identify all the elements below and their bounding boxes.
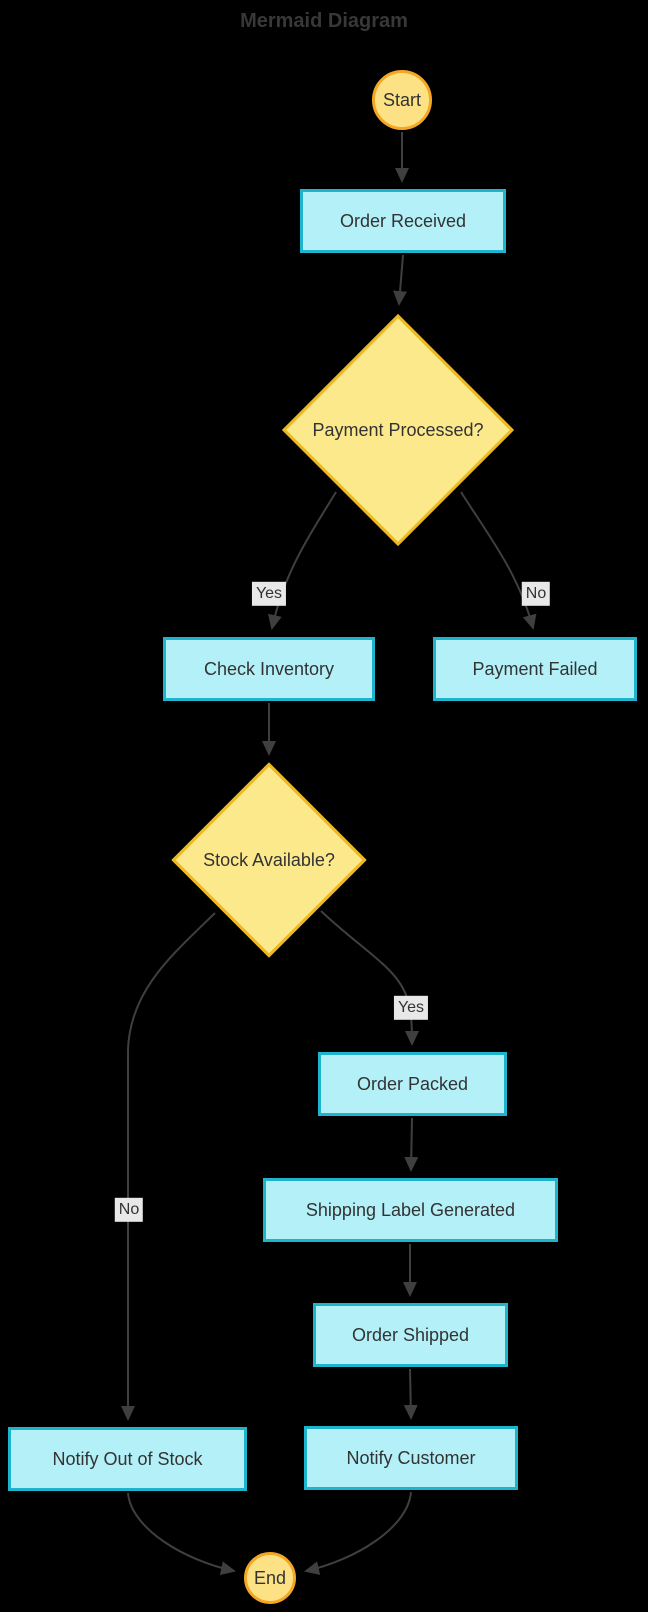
edge-notify-out-of-stock-end	[127, 1492, 236, 1576]
node-stock-available: Stock Available?	[170, 761, 368, 959]
node-stock-available-label: Stock Available?	[203, 849, 335, 870]
edge-label-stock-no: No	[114, 1197, 144, 1223]
node-notify-customer: Notify Customer	[304, 1426, 518, 1490]
node-payment-failed: Payment Failed	[433, 637, 637, 701]
node-start: Start	[372, 70, 432, 130]
edge-label-stock-yes: Yes	[393, 995, 429, 1021]
diagram-title: Mermaid Diagram	[240, 10, 408, 32]
node-order-packed-label: Order Packed	[356, 1073, 469, 1094]
edge-notify-customer-end	[304, 1491, 412, 1575]
edge-order-shipped-notify-customer	[403, 1368, 418, 1420]
node-payment-processed: Payment Processed?	[280, 312, 516, 548]
edge-label-payment-no: No	[521, 581, 551, 607]
node-order-shipped: Order Shipped	[313, 1303, 508, 1367]
node-shipping-label-generated-label: Shipping Label Generated	[305, 1199, 516, 1220]
edge-payment-processed-check-inventory	[268, 491, 337, 630]
node-order-received-label: Order Received	[339, 210, 467, 231]
node-end: End	[244, 1552, 296, 1604]
node-order-shipped-label: Order Shipped	[351, 1324, 470, 1345]
edge-payment-processed-payment-failed	[460, 491, 537, 630]
node-start-label: Start	[382, 89, 421, 110]
node-notify-customer-label: Notify Customer	[346, 1447, 476, 1468]
edge-label-payment-yes: Yes	[251, 581, 287, 607]
node-notify-out-of-stock-label: Notify Out of Stock	[52, 1448, 203, 1469]
edge-order-packed-shipping-label-generated	[404, 1117, 419, 1172]
node-notify-out-of-stock: Notify Out of Stock	[8, 1427, 247, 1491]
node-shipping-label-generated: Shipping Label Generated	[263, 1178, 558, 1242]
node-check-inventory-label: Check Inventory	[203, 658, 335, 679]
edge-stock-available-notify-out-of-stock	[121, 912, 216, 1421]
edge-order-received-payment-processed	[393, 254, 408, 306]
node-order-received: Order Received	[300, 189, 506, 253]
node-end-label: End	[253, 1567, 287, 1588]
node-check-inventory: Check Inventory	[163, 637, 375, 701]
node-order-packed: Order Packed	[318, 1052, 507, 1116]
node-payment-failed-label: Payment Failed	[472, 658, 598, 679]
node-payment-processed-label: Payment Processed?	[312, 419, 484, 440]
edge-stock-available-order-packed	[320, 910, 419, 1046]
